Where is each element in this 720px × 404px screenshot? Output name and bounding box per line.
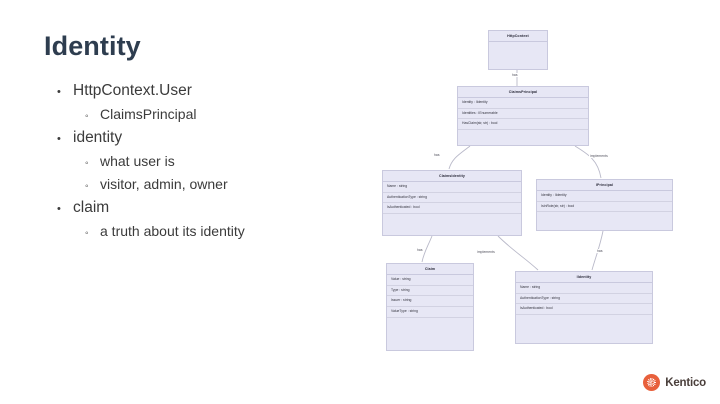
bullet-marker-hollow: ◦	[85, 111, 89, 122]
uml-attribute: Type : string	[387, 286, 473, 297]
list-item-label: identity	[73, 129, 123, 146]
list-item: • identity	[55, 129, 355, 147]
list-item-label: HttpContext.User	[73, 82, 192, 99]
bullet-marker-hollow: ◦	[85, 158, 89, 169]
uml-empty-compartment	[516, 315, 652, 343]
uml-attribute: Identity : IIdentity	[458, 98, 588, 109]
uml-attribute: AuthenticationType : string	[383, 193, 521, 204]
edge-claimsprincipal-claimsidentity	[448, 145, 471, 170]
list-item-label: ClaimsPrincipal	[100, 106, 197, 122]
list-item-label: a truth about its identity	[100, 223, 245, 239]
uml-class-name: HttpContext	[489, 31, 547, 42]
edge-label-has-user: has	[511, 73, 519, 77]
bullet-marker-hollow: ◦	[85, 181, 89, 192]
kentico-logo: Kentico	[643, 374, 706, 391]
uml-attribute: AuthenticationType : string	[516, 294, 652, 305]
uml-class-name: IIdentity	[516, 272, 652, 283]
list-item: ◦ ClaimsPrincipal	[55, 106, 355, 122]
uml-attribute: Issuer : string	[387, 296, 473, 308]
uml-attribute: IsAuthenticated : bool	[383, 203, 521, 215]
list-item: • HttpContext.User	[55, 82, 355, 100]
edge-claimsidentity-iidentity	[497, 235, 539, 271]
list-item: • claim	[55, 199, 355, 217]
uml-class-iidentity[interactable]: IIdentity Name : string AuthenticationTy…	[515, 271, 653, 344]
bullet-marker-filled: •	[57, 203, 61, 215]
uml-attribute: HasClaim(str, str) : bool	[458, 119, 588, 131]
edge-label-has-claims: has	[416, 248, 424, 252]
uml-class-claimsprincipal[interactable]: ClaimsPrincipal Identity : IIdentity Ide…	[457, 86, 589, 146]
uml-attribute: Value : string	[387, 275, 473, 286]
uml-class-httpcontext[interactable]: HttpContext	[488, 30, 548, 70]
uml-attribute: Identities : IEnumerable	[458, 109, 588, 120]
kentico-mark-icon	[643, 374, 661, 391]
uml-class-name: ClaimsIdentity	[383, 171, 521, 182]
uml-class-name: ClaimsPrincipal	[458, 87, 588, 98]
uml-class-diagram: HttpContext ClaimsPrincipal Identity : I…	[360, 18, 690, 378]
uml-empty-compartment	[383, 214, 521, 235]
uml-empty-compartment	[387, 318, 473, 350]
bullet-marker-filled: •	[57, 86, 61, 98]
bullet-marker-hollow: ◦	[85, 228, 89, 239]
page-title: Identity	[44, 31, 141, 61]
uml-attribute: Identity : IIdentity	[537, 191, 672, 202]
uml-class-claim[interactable]: Claim Value : string Type : string Issue…	[386, 263, 474, 351]
uml-empty-compartment	[489, 42, 547, 69]
kentico-wordmark: Kentico	[665, 376, 706, 389]
bullet-marker-filled: •	[57, 133, 61, 145]
edge-claimsprincipal-iprincipal	[574, 145, 602, 179]
uml-class-name: IPrincipal	[537, 180, 672, 191]
edge-label-implements-iprincipal: implements	[589, 154, 609, 158]
uml-attribute: Name : string	[516, 283, 652, 294]
uml-attribute: Name : string	[383, 182, 521, 193]
uml-attribute: IsInRole(str, str) : bool	[537, 202, 672, 213]
uml-attribute: IsAuthenticated : bool	[516, 304, 652, 316]
uml-class-iprincipal[interactable]: IPrincipal Identity : IIdentity IsInRole…	[536, 179, 673, 231]
list-item-label: what user is	[100, 153, 175, 169]
uml-attribute: ValueType : string	[387, 307, 473, 318]
list-item: ◦ visitor, admin, owner	[55, 176, 355, 192]
list-item: ◦ what user is	[55, 153, 355, 169]
uml-empty-compartment	[458, 130, 588, 145]
edge-label-has-identity: has	[433, 153, 441, 157]
list-item-label: visitor, admin, owner	[100, 176, 228, 192]
edge-claimsidentity-claim	[421, 235, 433, 263]
bullet-list: • HttpContext.User ◦ ClaimsPrincipal • i…	[55, 82, 355, 246]
list-item: ◦ a truth about its identity	[55, 223, 355, 239]
edge-label-has-iidentity: has	[596, 249, 604, 253]
list-item-label: claim	[73, 199, 110, 216]
uml-class-name: Claim	[387, 264, 473, 275]
edge-label-implements-iidentity: implements	[476, 250, 496, 254]
uml-empty-compartment	[537, 212, 672, 230]
uml-class-claimsidentity[interactable]: ClaimsIdentity Name : string Authenticat…	[382, 170, 522, 236]
